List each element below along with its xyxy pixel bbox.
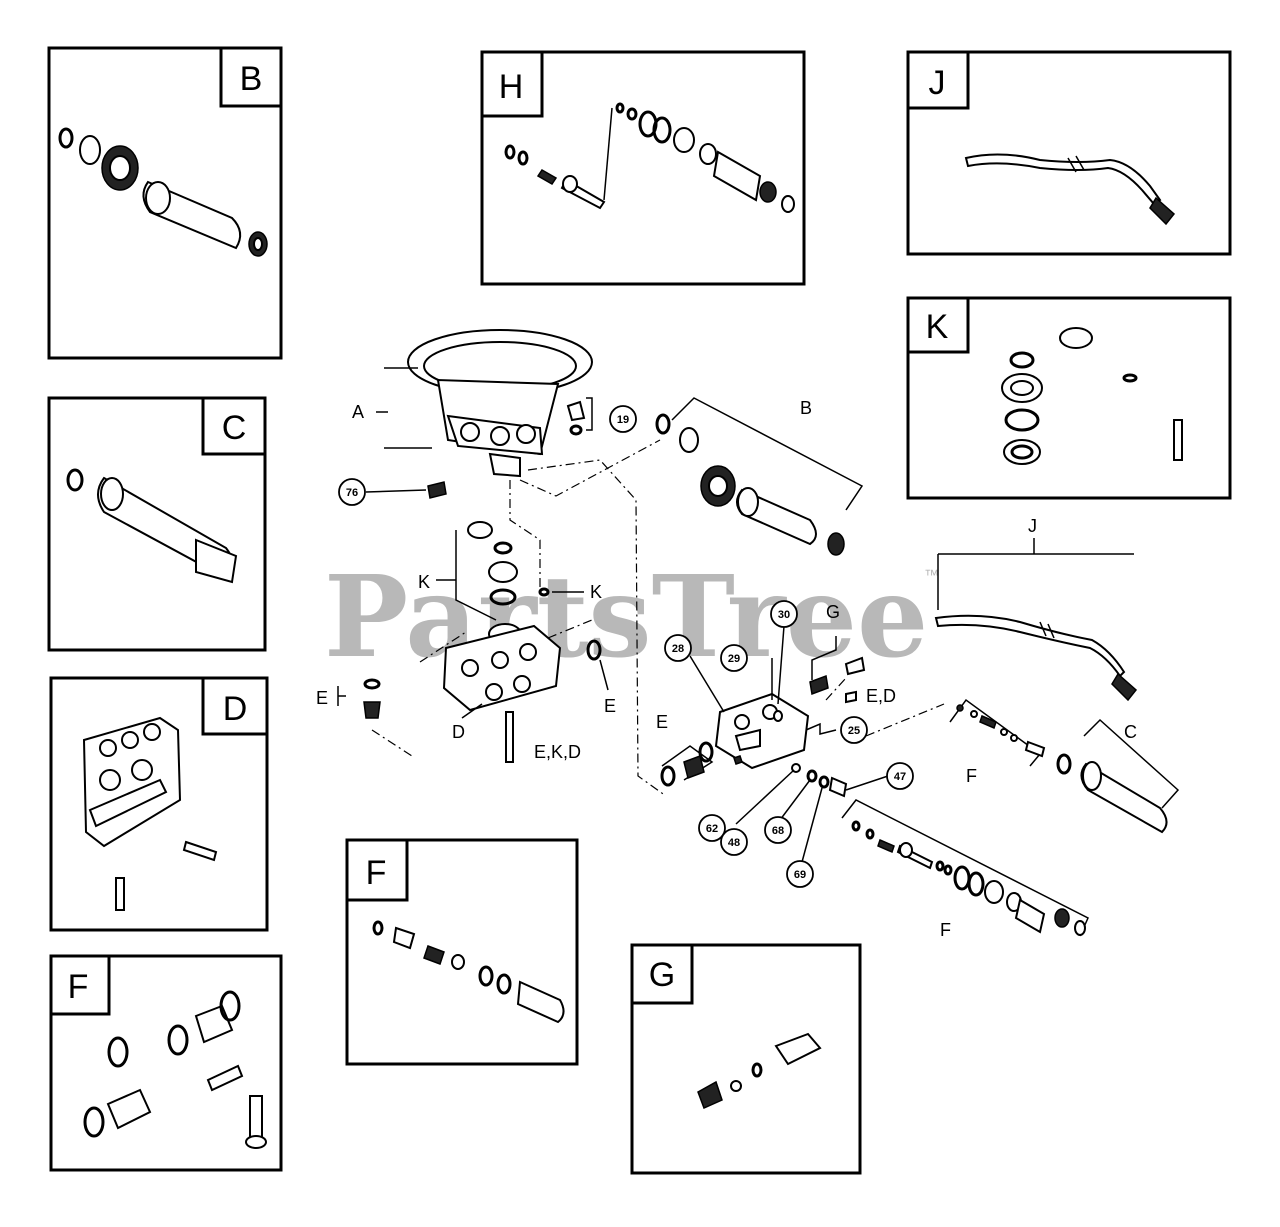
panel-f-mid-tab: F <box>366 854 387 892</box>
watermark-text: PartsTree <box>324 552 928 683</box>
panel-k: K <box>906 296 1232 500</box>
panel-h-parts <box>504 102 795 213</box>
panel-j-tab: J <box>929 64 946 102</box>
panel-g: G <box>630 943 862 1175</box>
svg-text:47: 47 <box>894 771 906 783</box>
label-ed: E,D <box>866 686 896 706</box>
svg-text:62: 62 <box>706 823 718 835</box>
callout-68: 68 <box>764 816 792 844</box>
svg-text:19: 19 <box>617 414 629 426</box>
panel-f-left-tab: F <box>68 968 89 1006</box>
panel-g-parts <box>697 1032 822 1110</box>
label-a: A <box>352 402 364 422</box>
callout-19: 19 <box>609 405 637 433</box>
label-b: B <box>800 398 812 418</box>
svg-text:76: 76 <box>346 487 358 499</box>
svg-text:29: 29 <box>728 653 740 665</box>
label-k-left: K <box>418 572 430 592</box>
label-e-mid: E <box>604 696 616 716</box>
panel-b-parts <box>58 127 268 257</box>
svg-text:30: 30 <box>778 609 790 621</box>
panel-h-tab: H <box>499 68 524 106</box>
label-j: J <box>1028 516 1037 536</box>
panel-c-left: C <box>47 396 267 652</box>
label-c: C <box>1124 722 1137 742</box>
callout-69: 69 <box>786 860 814 888</box>
panel-d: D <box>49 676 269 932</box>
panel-b-tab: B <box>240 60 263 98</box>
panel-j: J <box>906 50 1232 256</box>
callout-76: 76 <box>338 478 366 506</box>
panel-k-parts <box>1001 327 1183 465</box>
panel-b: B <box>47 46 283 360</box>
inlet-b-assembly <box>655 397 864 556</box>
svg-text:69: 69 <box>794 869 806 881</box>
callout-25: 25 <box>840 716 868 744</box>
panel-d-tab: D <box>223 690 248 728</box>
panel-h: H <box>480 50 806 286</box>
panel-f-mid-parts <box>372 920 565 1024</box>
callout-29: 29 <box>720 644 748 672</box>
pump-housing-assembly <box>337 329 667 797</box>
panel-c-left-parts <box>66 468 238 584</box>
callout-28: 28 <box>664 634 692 662</box>
svg-text:25: 25 <box>848 725 860 737</box>
label-e-left: E <box>316 688 328 708</box>
panel-f-mid: F <box>345 838 579 1066</box>
panel-c-left-tab: C <box>222 409 247 447</box>
callout-47: 47 <box>886 762 914 790</box>
callout-48: 48 <box>720 828 748 856</box>
label-d: D <box>452 722 465 742</box>
label-f-lower: F <box>940 920 951 940</box>
label-f-upper: F <box>966 766 977 786</box>
watermark-trademark: ™ <box>924 567 939 584</box>
svg-text:48: 48 <box>728 837 740 849</box>
label-g: G <box>826 602 840 622</box>
panel-k-tab: K <box>926 308 949 346</box>
group-labels: A B K K E E E D E,K,D J G E,D C F F <box>316 398 1137 940</box>
callout-62: 62 <box>698 814 726 842</box>
svg-text:28: 28 <box>672 643 684 655</box>
valve-body-assembly <box>660 538 1180 937</box>
panel-f-left: F <box>49 954 283 1172</box>
panel-f-left-parts <box>83 990 267 1149</box>
label-e-right: E <box>656 712 668 732</box>
callout-30: 30 <box>770 600 798 628</box>
label-ekd: E,K,D <box>534 742 581 762</box>
panel-j-parts <box>964 153 1176 226</box>
label-k-right: K <box>590 582 602 602</box>
panel-d-parts <box>82 716 218 911</box>
watermark: PartsTree ™ <box>324 552 939 683</box>
svg-text:68: 68 <box>772 825 784 837</box>
panel-g-tab: G <box>649 956 675 994</box>
